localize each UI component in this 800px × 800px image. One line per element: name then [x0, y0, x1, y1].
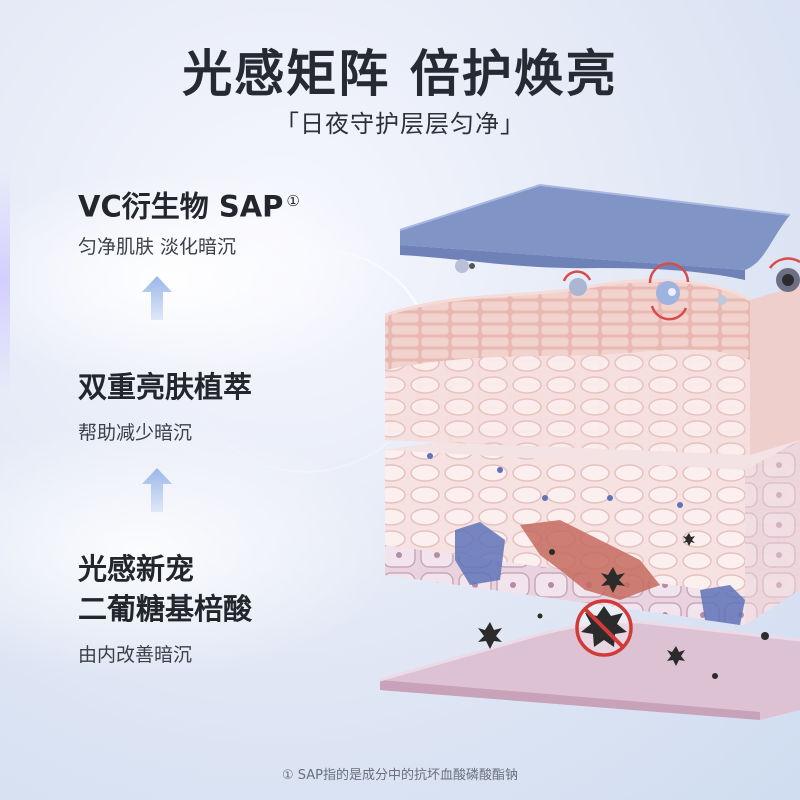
feature-1-description: 匀净肌肤 淡化暗沉 [78, 236, 237, 258]
up-arrow-icon [142, 468, 172, 512]
feature-2-title: 双重亮肤植萃 [78, 370, 253, 404]
molecule-group [455, 257, 800, 321]
dark-spot-icon [478, 533, 769, 679]
page-title: 光感矩阵 倍护焕亮 [182, 45, 618, 103]
feature-3-title-line2: 二葡糖基棓酸 [78, 592, 253, 626]
cell-layer [385, 415, 800, 625]
footnote: ① SAP指的是成分中的抗坏血酸磷酸酯钠 [281, 768, 518, 783]
rotation-arrow-icon [650, 305, 688, 321]
feature-3-description: 由内改善暗沉 [78, 644, 193, 666]
no-sign-icon [575, 599, 633, 657]
light-glow [0, 170, 400, 390]
feature-1-title-text: VC衍生物 SAP [78, 189, 284, 224]
base-layer [379, 620, 800, 720]
rotation-arrow-icon [562, 270, 592, 282]
middle-layer [384, 278, 800, 455]
feature-3-title-line1: 光感新宠 [78, 552, 195, 586]
up-arrow-icon [142, 276, 172, 320]
rotation-arrow-icon [768, 257, 800, 269]
feature-2-description: 帮助减少暗沉 [78, 422, 193, 444]
light-glow [0, 420, 400, 680]
page-subtitle: 「日夜守护层层匀净」 [275, 110, 525, 138]
rotation-arrow-icon [648, 262, 690, 284]
top-layer [399, 183, 791, 280]
light-shimmer [0, 170, 10, 390]
footnote-marker: ① [286, 192, 300, 210]
